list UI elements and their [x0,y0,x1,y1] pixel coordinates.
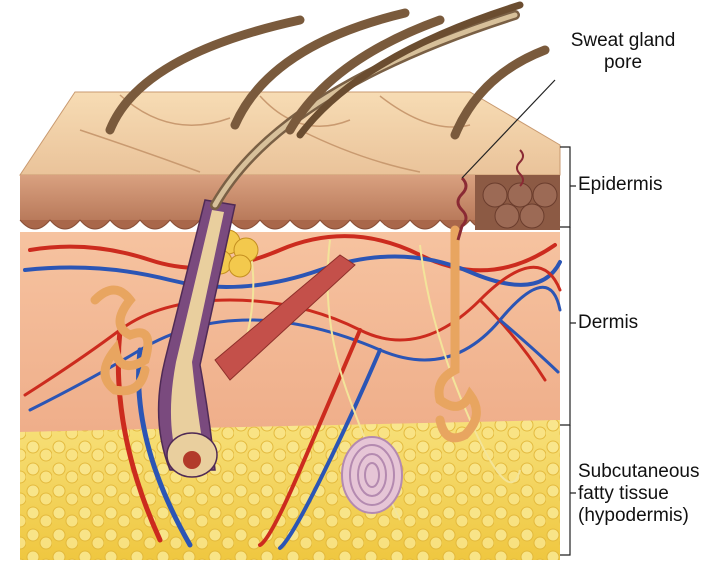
epidermis-bracket [560,147,576,227]
sweat-gland-pore-line2: pore [563,52,683,74]
subcutaneous-line1: Subcutaneous [578,461,700,483]
sweat-gland-pore-line1: Sweat gland [563,30,683,52]
epidermis-cut-face [475,175,560,230]
subcutaneous-line2: fatty tissue [578,483,700,505]
dermis-label: Dermis [578,312,638,334]
subcutaneous-label: Subcutaneous fatty tissue (hypodermis) [578,483,700,527]
hypodermis-bracket [560,425,576,555]
dermis-bracket [560,227,576,425]
sweat-gland-pore-label: Sweat gland pore [563,30,683,74]
pacinian-corpuscle [342,437,402,513]
epidermis-label: Epidermis [578,174,662,196]
subcutaneous-line3: (hypodermis) [578,505,700,527]
